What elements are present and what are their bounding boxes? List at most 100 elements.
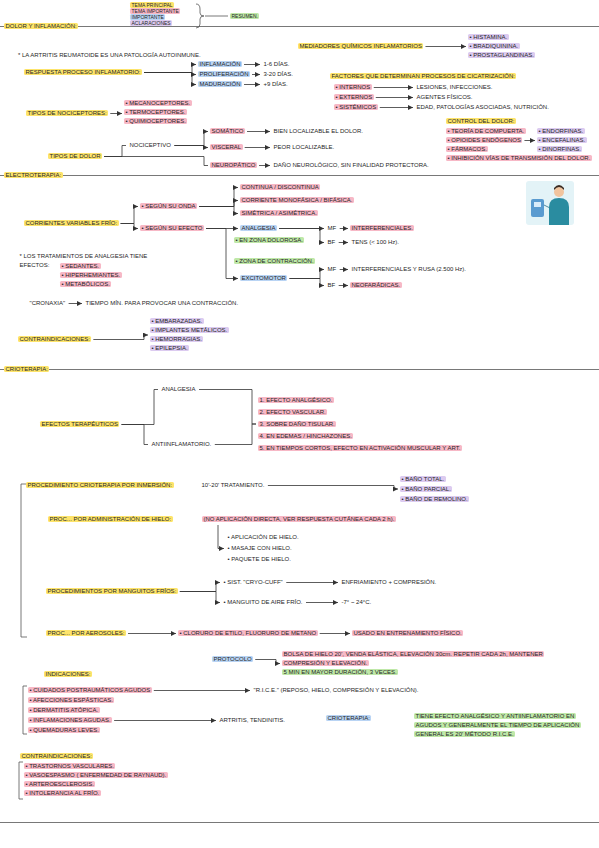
- note-node: INDICACIONES:: [44, 670, 92, 679]
- note-node: • CLORURO DE ETILO, FLUORURO DE METANO: [178, 629, 318, 638]
- text-line: • BAÑO DE REMOLINO.: [400, 494, 469, 504]
- note-text: 1-6 DÍAS.: [262, 61, 291, 67]
- connector: [218, 525, 224, 549]
- note-text: • QUEMADURAS LEVES.: [28, 727, 100, 733]
- note-text: 5. EN TIEMPOS CORTOS, EFECTO EN ACTIVACI…: [258, 445, 462, 451]
- text-line: • BAÑO TOTAL.: [400, 474, 469, 484]
- note-text: • SEGÚN SU EFECTO: [140, 225, 204, 231]
- connector: [247, 131, 270, 132]
- note-text: TENS (< 100 Hz).: [350, 239, 401, 245]
- text-line: • BRADIQUININA.: [468, 42, 535, 51]
- note-node: 1. EFECTO ANALGÉSICO.2. EFECTO VASCULAR.…: [258, 394, 462, 454]
- note-node: EFECTOS TERAPÉUTICOS: [40, 420, 119, 429]
- note-text: NOCICEPTIVO: [128, 142, 172, 148]
- note-node: PROCEDIMIENTOS POR MANGUITOS FRÍOS:: [46, 587, 178, 596]
- note-text: "CRONAXIA": [28, 300, 67, 306]
- text-line: PROCEDIMIENTO CRIOTERAPIA POR INMERSIÓN:: [26, 481, 174, 490]
- connector: [255, 660, 280, 664]
- connector: [174, 132, 208, 146]
- note-text: 5 MIN EN MAYOR DURACIÓN, 3 VECES.: [282, 669, 398, 675]
- text-line: • DERMATITIS ATÓPICA.: [28, 706, 100, 715]
- note-node: CONTINUA / DISCONTINUA: [240, 183, 320, 192]
- text-line: TIEMPO MÍN. PARA PROVOCAR UNA CONTRACCIÓ…: [84, 299, 240, 308]
- text-line: • SEGÚN SU ONDA: [140, 202, 197, 211]
- text-line: • INTOLERANCIA AL FRÍO.: [24, 789, 168, 798]
- note-text: USADO EN ENTRENAMIENTO FÍSICO.: [352, 630, 463, 636]
- connector: [199, 188, 238, 207]
- note-text: • SISTÉMICOS: [334, 104, 378, 110]
- note-node: ANALGESIA: [240, 224, 277, 233]
- note-node: • MANGUITO DE AIRE FRÍO.: [222, 598, 304, 607]
- text-line: • TRASTORNOS VASCULARES.: [24, 762, 168, 771]
- text-line: SIMÉTRICA / ASIMÉTRICA.: [240, 209, 318, 218]
- text-line: LESIONES, INFECCIONES.: [415, 83, 494, 92]
- note-node: MEDIADORES QUÍMICOS INFLAMATORIOS: [298, 42, 423, 51]
- note-node: 10'-20' TRATAMIENTO.: [200, 481, 266, 490]
- note-text: CONTROL DEL DOLOR:: [446, 118, 516, 124]
- note-node: (NO APLICACIÓN DIRECTA, VER RESPUESTA CU…: [202, 515, 396, 524]
- note-text: TIENE EFECTO ANALGÉSICO Y ANTIINFLAMATOR…: [414, 713, 581, 737]
- note-text: • EN ZONA DOLOROSA.: [234, 237, 304, 243]
- section-rule: [0, 822, 599, 823]
- text-line: ANALGESIA: [240, 224, 277, 233]
- connector: [180, 583, 220, 592]
- note-node: PROC... POR ADMINISTRACIÓN DE HIELO:: [48, 515, 173, 524]
- note-node: TIENE EFECTO ANALGÉSICO Y ANTIINFLAMATOR…: [414, 712, 590, 739]
- text-line: • ENDORFINAS.: [537, 127, 587, 136]
- note-node: BOLSA DE HIELO 20', VENDA ELÁSTICA, ELEV…: [282, 650, 582, 677]
- note-text: • DERMATITIS ATÓPICA.: [28, 707, 100, 713]
- text-line: 3-20 DÍAS.: [262, 70, 294, 79]
- note-text: • ARTEROESCLEROSIS.: [24, 781, 95, 787]
- note-text: • APLICACIÓN DE HIELO.: [226, 534, 300, 540]
- note-node: BF: [326, 281, 337, 290]
- note-text: INFLAMACIÓN: [198, 61, 242, 67]
- note-text: TIPOS DE NOCICEPTORES:: [26, 110, 108, 116]
- note-node: INTERFERENCIALES Y RUSA (2.500 Hz).: [350, 265, 467, 274]
- note-text: CORRIENTES VARIABLES FRÍO:: [24, 220, 119, 226]
- connector: [268, 486, 398, 490]
- note-node: CRIOTERAPIA:: [326, 714, 371, 723]
- note-text: • CLORURO DE ETILO, FLUORURO DE METANO: [178, 630, 318, 636]
- connector: [339, 285, 348, 286]
- note-text: CRIOTERAPIA:: [4, 366, 49, 372]
- note-node: DAÑO NEUROLÓGICO, SIN FINALIDAD PROTECTO…: [272, 161, 430, 170]
- note-text: CONTINUA / DISCONTINUA: [240, 184, 320, 190]
- text-line: (NO APLICACIÓN DIRECTA, VER RESPUESTA CU…: [202, 515, 396, 524]
- text-line: • VASOESPASMO ( ENFERMEDAD DE RAYNAUD).: [24, 771, 168, 780]
- note-node: -7° ~ 24°C.: [340, 598, 373, 607]
- note-node: • INTERNOS: [334, 83, 372, 92]
- note-text: AGENTES FÍSICOS.: [415, 94, 474, 100]
- bracket: [21, 484, 27, 637]
- connector: [252, 74, 260, 75]
- text-line: • QUIMIOCEPTORES.: [124, 117, 192, 126]
- connector: [339, 242, 348, 243]
- note-text: • MECANOCEPTORES.: [124, 100, 192, 106]
- text-line: • SIST. "CRYO-CUFF": [222, 578, 284, 587]
- note-text: • SEGÚN SU ONDA: [140, 203, 197, 209]
- note-text: 2. EFECTO VASCULAR.: [258, 409, 327, 415]
- text-line: EFECTOS TERAPÉUTICOS: [40, 420, 119, 429]
- note-node: • BAÑO TOTAL. • BAÑO PARCIAL. • BAÑO DE RE…: [400, 474, 469, 504]
- text-line: DOLOR Y INFLAMACIÓN:: [4, 22, 78, 31]
- text-line: • INFLAMACIONES AGUDAS.: [28, 716, 112, 725]
- text-line: USADO EN ENTRENAMIENTO FÍSICO.: [352, 629, 463, 638]
- text-line: MEDIADORES QUÍMICOS INFLAMATORIOS: [298, 42, 423, 51]
- text-line: • HIPERHEMIANTES.: [60, 271, 122, 280]
- text-line: MF: [326, 265, 338, 274]
- note-text: • BAÑO DE REMOLINO.: [400, 496, 469, 502]
- note-node: PROLIFERACIÓN: [198, 70, 250, 79]
- text-line: INTERFERENCIALES.: [350, 224, 414, 233]
- note-text: NEOFARÁDICAS.: [350, 282, 402, 288]
- note-text: • TERMOCEPTORES.: [124, 109, 187, 115]
- note-text: • SIST. "CRYO-CUFF": [222, 579, 284, 585]
- note-text: INTERFERENCIALES.: [350, 225, 414, 231]
- connector: [128, 633, 176, 634]
- note-node: SOMÁTICO: [210, 127, 245, 136]
- connector: [340, 269, 348, 270]
- note-text: SIMÉTRICA / ASIMÉTRICA.: [240, 210, 318, 216]
- text-line: RESPUESTA PROCESO INFLAMATORIO:: [24, 68, 142, 77]
- text-line: AGENTES FÍSICOS.: [415, 93, 474, 102]
- note-text: TIPOS DE DOLOR: [48, 153, 102, 159]
- text-line: "CRONAXIA": [28, 299, 67, 308]
- note-text: • BAÑO PARCIAL.: [400, 486, 452, 492]
